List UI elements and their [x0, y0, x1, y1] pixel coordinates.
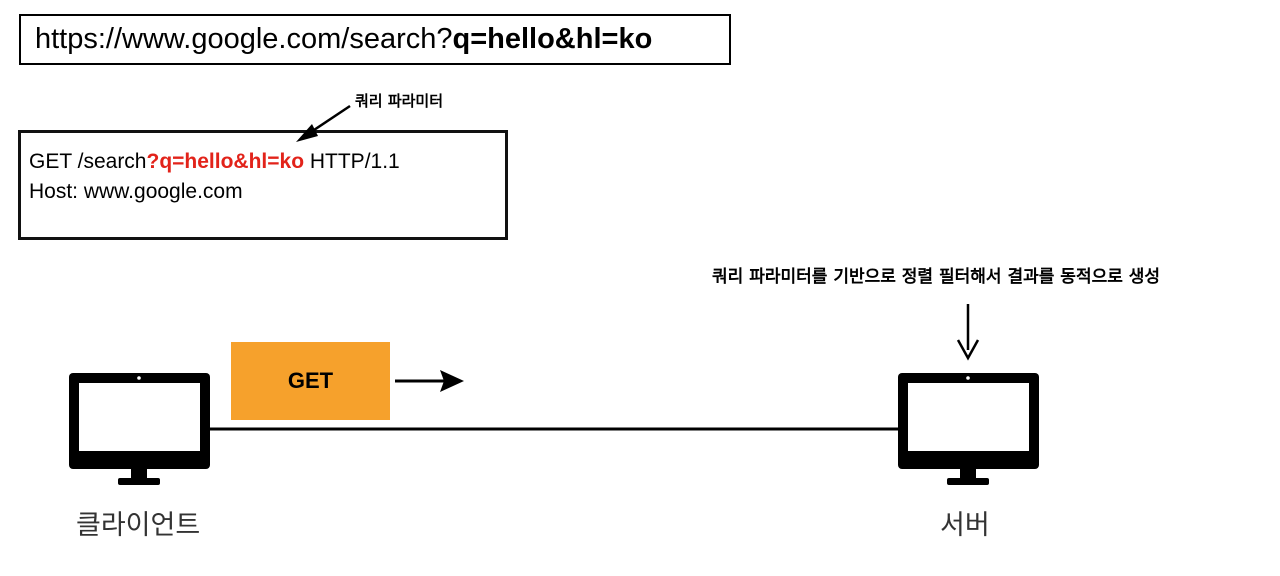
server-monitor-icon [898, 373, 1039, 485]
query-pointer-arrow [296, 104, 351, 142]
get-label: GET [287, 368, 334, 393]
url-query: q=hello&hl=ko [452, 23, 653, 55]
get-request-box: GET [231, 342, 390, 420]
client-label: 클라이언트 [76, 510, 201, 541]
request-protocol: HTTP/1.1 [304, 150, 400, 173]
request-line: GET /search?q=hello&hl=ko HTTP/1.1 [29, 147, 505, 177]
request-direction-arrow [395, 370, 464, 392]
server-note: 쿼리 파라미터를 기반으로 정렬 필터해서 결과를 동적으로 생성 [712, 267, 1161, 287]
request-query-string: ?q=hello&hl=ko [146, 150, 305, 173]
query-parameter-label: 쿼리 파라미터 [355, 92, 444, 110]
url-base: https://www.google.com/search? [35, 23, 453, 55]
client-monitor-icon [69, 373, 210, 485]
http-request-box: GET /search?q=hello&hl=ko HTTP/1.1 Host:… [18, 130, 508, 240]
server-down-arrow [956, 304, 980, 361]
request-method-path: GET /search [29, 150, 147, 173]
url-box: https://www.google.com/search?q=hello&hl… [19, 14, 731, 65]
server-label: 서버 [940, 510, 990, 541]
request-host-line: Host: www.google.com [29, 180, 243, 203]
